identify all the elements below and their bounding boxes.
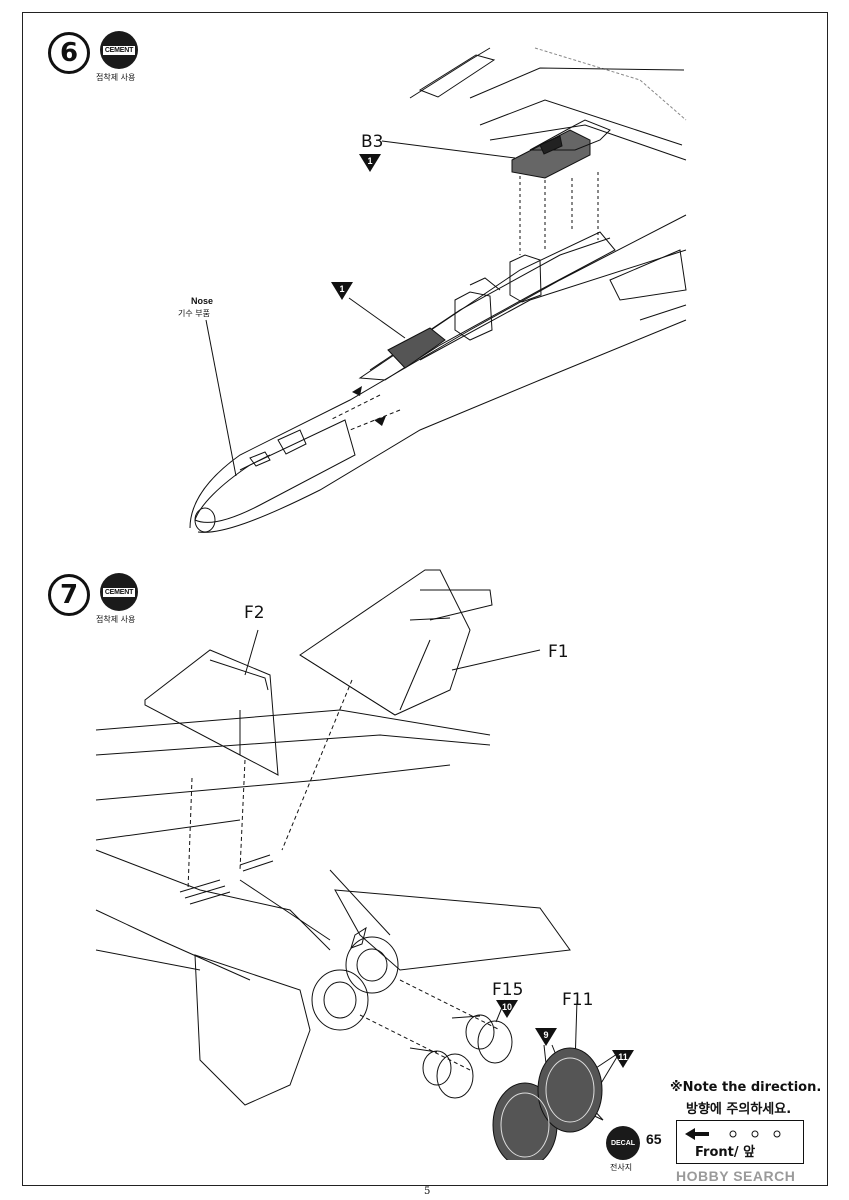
direction-note-ko: 방향에 주의하세요. <box>686 1102 792 1117</box>
paint-marker-9-number: 9 <box>543 1030 549 1040</box>
decal-ko-label: 전사지 <box>610 1163 633 1172</box>
cement-ko-label: 접착제 사용 <box>96 73 136 82</box>
paint-marker-11-number: 11 <box>618 1052 628 1062</box>
front-arrow-icon <box>685 1128 781 1140</box>
decal-icon: DECAL <box>606 1126 640 1160</box>
part-label-b3: B3 <box>361 132 384 152</box>
watermark: HOBBY SEARCH <box>676 1168 796 1184</box>
subassembly-1-number-2: 1 <box>339 284 345 294</box>
cement-icon: CEMENT <box>100 573 138 611</box>
front-label: Front/ 앞 <box>695 1145 756 1160</box>
part-label-f11: F11 <box>562 990 594 1010</box>
nose-label-ko: 기수 부품 <box>178 309 210 318</box>
part-label-f2: F2 <box>244 603 265 623</box>
cement-icon: CEMENT <box>100 31 138 69</box>
step-7-number: 7 <box>48 574 90 616</box>
nose-label-en: Nose <box>191 296 214 306</box>
part-label-f15: F15 <box>492 980 524 1000</box>
step-6-fuselage-drawing <box>189 47 687 533</box>
subassembly-1-marker-2 <box>331 282 353 300</box>
step-6-number: 6 <box>48 32 90 74</box>
cement-label: CEMENT <box>102 587 136 597</box>
paint-marker-10-number: 10 <box>501 1002 512 1012</box>
paint-marker-10 <box>496 1000 518 1018</box>
page-frame <box>22 12 828 1186</box>
subassembly-1-number: 1 <box>367 156 373 166</box>
decal-label: DECAL <box>610 1139 636 1147</box>
front-direction-box: Front/ 앞 <box>676 1120 804 1164</box>
direction-note-en: ※Note the direction. <box>670 1080 822 1095</box>
cement-label: CEMENT <box>102 45 136 55</box>
subassembly-1-marker <box>359 154 381 172</box>
paint-marker-11 <box>612 1050 634 1068</box>
step-7-tail-drawing <box>95 569 621 1160</box>
cement-ko-label: 접착제 사용 <box>96 615 136 624</box>
decal-number: 65 <box>646 1131 662 1147</box>
part-label-f1: F1 <box>548 642 569 662</box>
paint-marker-9 <box>535 1028 557 1046</box>
page-number: 5 <box>424 1186 431 1197</box>
